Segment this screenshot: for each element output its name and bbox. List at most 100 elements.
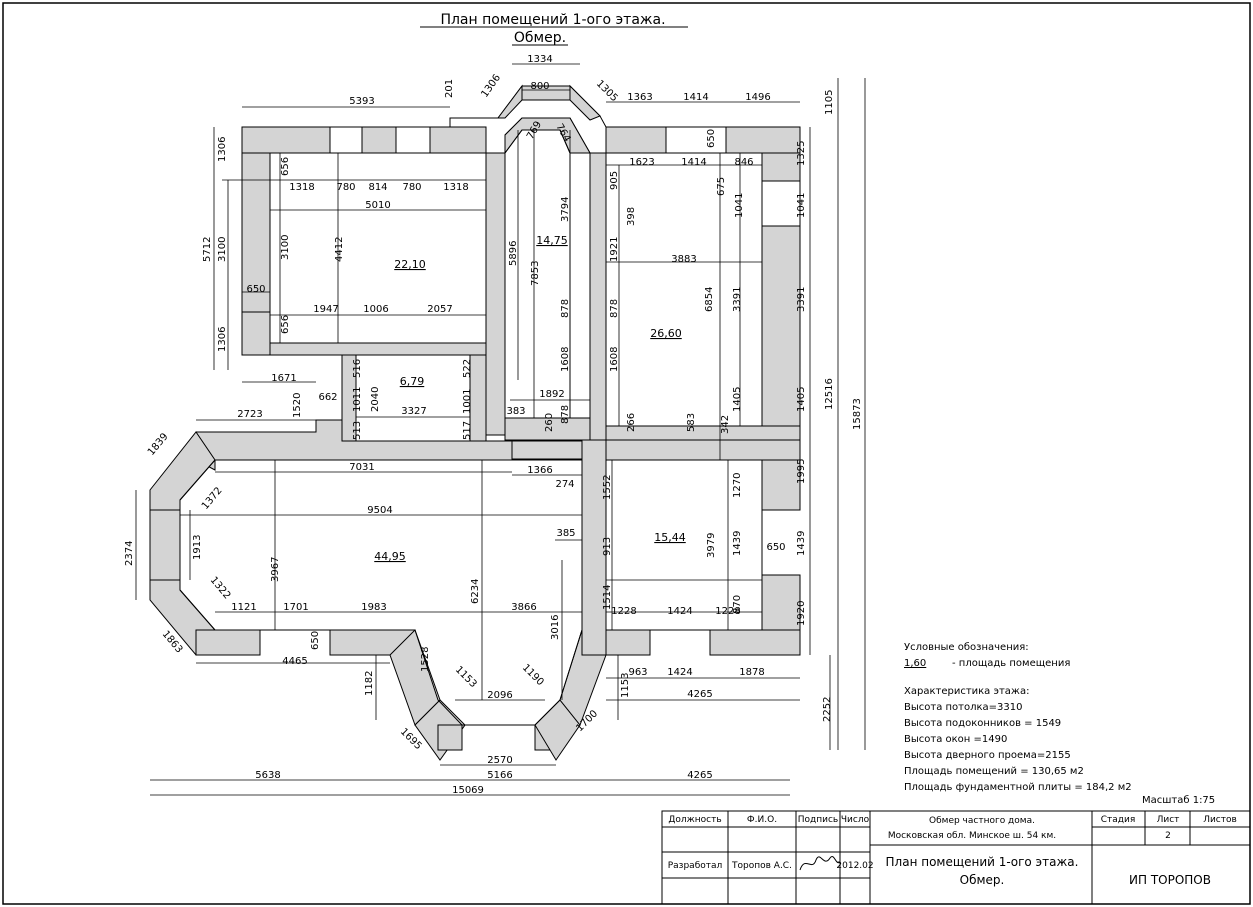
- stamp-date: 2012.02: [836, 861, 873, 871]
- dim-label: 266: [626, 413, 637, 432]
- dim-label: 878: [560, 405, 571, 424]
- stamp-sheet: Лист: [1157, 815, 1180, 825]
- dim-label: 1153: [620, 673, 631, 698]
- dim-label: 1228: [611, 606, 636, 617]
- dim-label: 3327: [401, 406, 426, 417]
- dim-label: 3866: [511, 602, 536, 613]
- title-block-text: Должность Ф.И.О. Подпись Число Обмер час…: [668, 815, 1237, 887]
- dim-label: 1190: [520, 662, 546, 688]
- stamp-drawing-line1: План помещений 1-ого этажа.: [886, 855, 1079, 869]
- dim-label: 7031: [349, 462, 374, 473]
- stamp-col-sign: Подпись: [798, 815, 838, 825]
- dim-label: 1701: [283, 602, 308, 613]
- dim-label: 4465: [282, 656, 307, 667]
- dim-label: 5638: [255, 770, 280, 781]
- dim-label: 800: [530, 81, 549, 92]
- dim-label: 4412: [334, 237, 345, 262]
- dim-label: 675: [716, 177, 727, 196]
- dim-label: 1372: [200, 485, 225, 512]
- dim-label: 1322: [208, 575, 233, 602]
- dim-label: 1182: [364, 671, 375, 696]
- walls: [149, 84, 801, 761]
- dim-label: 1121: [231, 602, 256, 613]
- dim-label: 814: [368, 182, 387, 193]
- dim-label: 780: [336, 182, 355, 193]
- dim-label: 878: [560, 299, 571, 318]
- dim-label: 3391: [732, 287, 743, 312]
- dim-label: 1305: [594, 78, 620, 104]
- stamp-sheet-no: 2: [1165, 831, 1171, 841]
- dim-label: 1983: [361, 602, 386, 613]
- dim-label: 6854: [704, 287, 715, 312]
- dim-label: 1011: [352, 387, 363, 412]
- dim-label: 5712: [202, 237, 213, 262]
- dim-label: 1520: [292, 393, 303, 418]
- dim-label: 3100: [280, 235, 291, 260]
- dim-label: 1414: [683, 92, 708, 103]
- dim-label: 385: [556, 528, 575, 539]
- dim-label: 963: [628, 667, 647, 678]
- dim-label: 1006: [363, 304, 388, 315]
- stamp-col-date: Число: [841, 815, 870, 825]
- dim-label: 1424: [667, 667, 692, 678]
- dim-label: 870: [732, 595, 743, 614]
- dim-label: 2723: [237, 409, 262, 420]
- dim-label: 9504: [367, 505, 392, 516]
- dim-label: 1920: [796, 601, 807, 626]
- drawing-subtitle: Обмер.: [514, 30, 566, 46]
- dim-label: 1325: [796, 141, 807, 166]
- dim-label: 656: [280, 315, 291, 334]
- dim-label: 1892: [539, 389, 564, 400]
- dim-label: 1528: [420, 647, 431, 672]
- dim-label: 1405: [796, 387, 807, 412]
- characteristic-item: Высота потолка=3310: [904, 702, 1023, 713]
- dim-label: 1318: [443, 182, 468, 193]
- dim-label: 650: [310, 631, 321, 650]
- dim-label: 846: [734, 157, 753, 168]
- dim-label: 5896: [508, 241, 519, 266]
- dim-label: 3016: [550, 615, 561, 640]
- dim-label: 3100: [217, 237, 228, 262]
- dim-label: 650: [706, 129, 717, 148]
- dim-label: 342: [720, 415, 731, 434]
- title-block: [661, 810, 1251, 905]
- dim-label: 1947: [313, 304, 338, 315]
- dim-label: 5393: [349, 96, 374, 107]
- characteristic-item: Площадь фундаментной плиты = 184,2 м2: [904, 782, 1132, 793]
- dimension-lines: [135, 63, 866, 796]
- dim-label: 1913: [192, 535, 203, 560]
- stamp-col-name: Ф.И.О.: [747, 815, 777, 825]
- dim-label: 1405: [732, 387, 743, 412]
- room-area-5: 44,95: [374, 550, 406, 563]
- dim-label: 1878: [739, 667, 764, 678]
- stamp-stage: Стадия: [1101, 815, 1136, 825]
- dim-label: 2096: [487, 690, 512, 701]
- dim-label: 2374: [124, 541, 135, 566]
- dim-label: 1228: [715, 606, 740, 617]
- dim-label: 656: [280, 157, 291, 176]
- stamp-sheets: Листов: [1203, 815, 1237, 825]
- dim-label: 780: [402, 182, 421, 193]
- room-outlines: [179, 129, 763, 726]
- signature-image: [799, 856, 841, 871]
- dim-label: 12516: [824, 378, 835, 410]
- dim-label: 1366: [527, 465, 552, 476]
- room-area-2: 14,75: [536, 234, 568, 247]
- dim-label: 1001: [462, 389, 473, 414]
- dim-label: 2252: [822, 697, 833, 722]
- dim-label: 1363: [627, 92, 652, 103]
- dim-label: 905: [609, 171, 620, 190]
- stamp-author: Торопов А.С.: [731, 861, 792, 871]
- dim-label: 1608: [560, 347, 571, 372]
- dim-label: 1306: [479, 73, 503, 100]
- dim-label: 1514: [602, 585, 613, 610]
- dim-label: 398: [626, 207, 637, 226]
- dim-label: 1439: [732, 531, 743, 556]
- dim-label: 1608: [609, 347, 620, 372]
- dim-label: 1671: [271, 373, 296, 384]
- dim-label: 513: [352, 421, 363, 440]
- dim-label: 878: [609, 299, 620, 318]
- dim-label: 1334: [527, 54, 552, 65]
- dim-label: 1995: [796, 459, 807, 484]
